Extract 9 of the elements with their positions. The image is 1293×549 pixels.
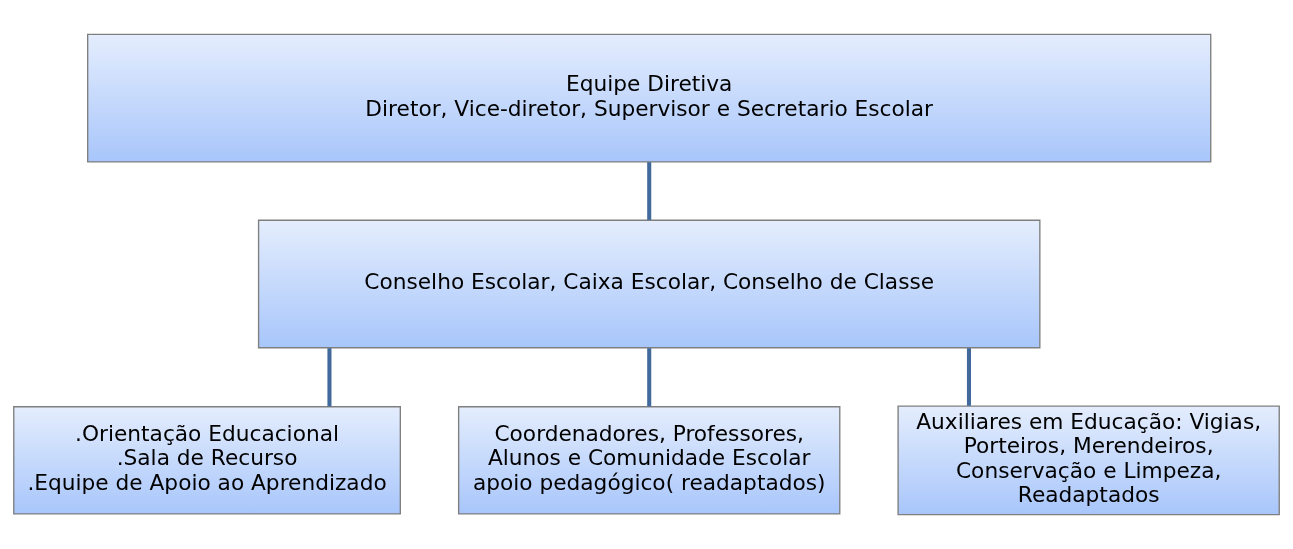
connector [647,348,652,407]
node-box: Equipe Diretiva Diretor, Vice-diretor, Supervisor e Secretario Escolar [87,33,1212,163]
node-box: Auxiliares em Educação: Vigias, Porteiros, Merendeiros, Conservação e Limpeza, Readaptados [897,405,1280,516]
node-box: Coordenadores, Professores, Alunos e Comunidade Escolar apoio pedagógico( readaptados) [457,406,841,515]
node-box: .Orientação Educacional .Sala de Recurso .Equipe de Apoio ao Aprendizado [13,406,401,515]
node-box: Conselho Escolar, Caixa Escolar, Conselho de Classe [257,219,1041,349]
connector [327,348,332,407]
connector [966,348,971,406]
connector [647,162,652,220]
